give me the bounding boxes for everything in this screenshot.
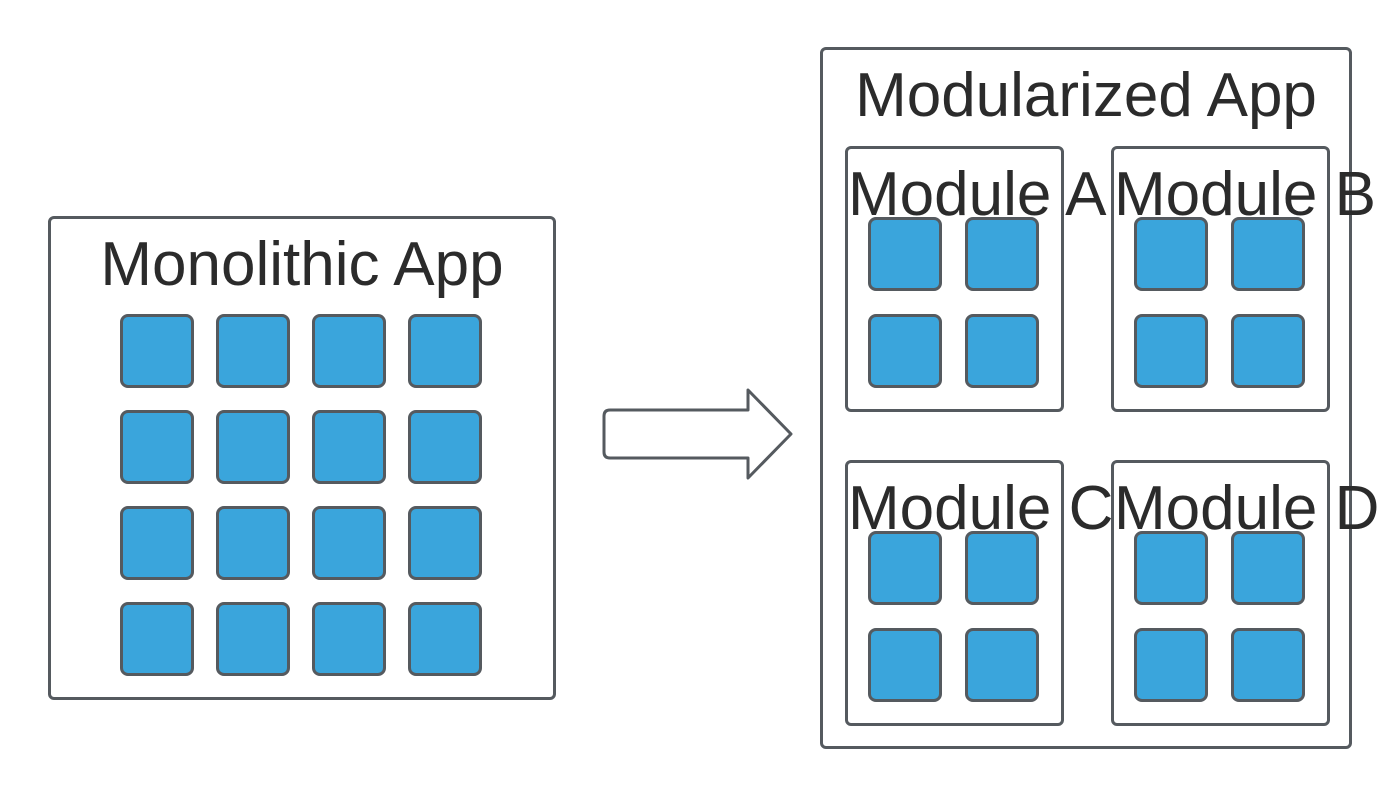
modularized-app-box: Modularized App Module A Module B Module…	[820, 47, 1379, 749]
right-arrow-icon	[602, 388, 793, 480]
module-d-box: Module D	[1111, 460, 1379, 726]
component-tile	[120, 410, 194, 484]
component-tile	[216, 602, 290, 676]
component-tile	[312, 602, 386, 676]
modularized-app-title: Modularized App	[855, 61, 1317, 130]
component-tile	[965, 531, 1039, 605]
component-tile	[1134, 628, 1208, 702]
component-tile	[312, 314, 386, 388]
component-tile	[1231, 217, 1305, 291]
component-tile	[120, 602, 194, 676]
module-a-box: Module A	[845, 146, 1107, 412]
component-tile	[1231, 628, 1305, 702]
component-tile	[408, 314, 482, 388]
component-tile	[120, 506, 194, 580]
component-tile	[965, 314, 1039, 388]
component-tile	[312, 410, 386, 484]
component-tile	[868, 314, 942, 388]
component-tile	[1231, 314, 1305, 388]
component-tile	[965, 628, 1039, 702]
component-tile	[868, 628, 942, 702]
component-tile	[408, 602, 482, 676]
component-tile	[1134, 314, 1208, 388]
component-tile	[965, 217, 1039, 291]
component-tile	[216, 410, 290, 484]
component-tile	[408, 506, 482, 580]
component-tile	[1134, 531, 1208, 605]
component-tile	[408, 410, 482, 484]
component-tile	[868, 531, 942, 605]
component-tile	[312, 506, 386, 580]
monolithic-app-title: Monolithic App	[100, 230, 504, 299]
component-tile	[120, 314, 194, 388]
module-b-box: Module B	[1111, 146, 1376, 412]
component-tile	[1231, 531, 1305, 605]
module-c-box: Module C	[845, 460, 1113, 726]
component-tile	[1134, 217, 1208, 291]
component-tile	[216, 506, 290, 580]
component-tile	[216, 314, 290, 388]
component-tile	[868, 217, 942, 291]
monolithic-app-box: Monolithic App	[48, 216, 556, 700]
